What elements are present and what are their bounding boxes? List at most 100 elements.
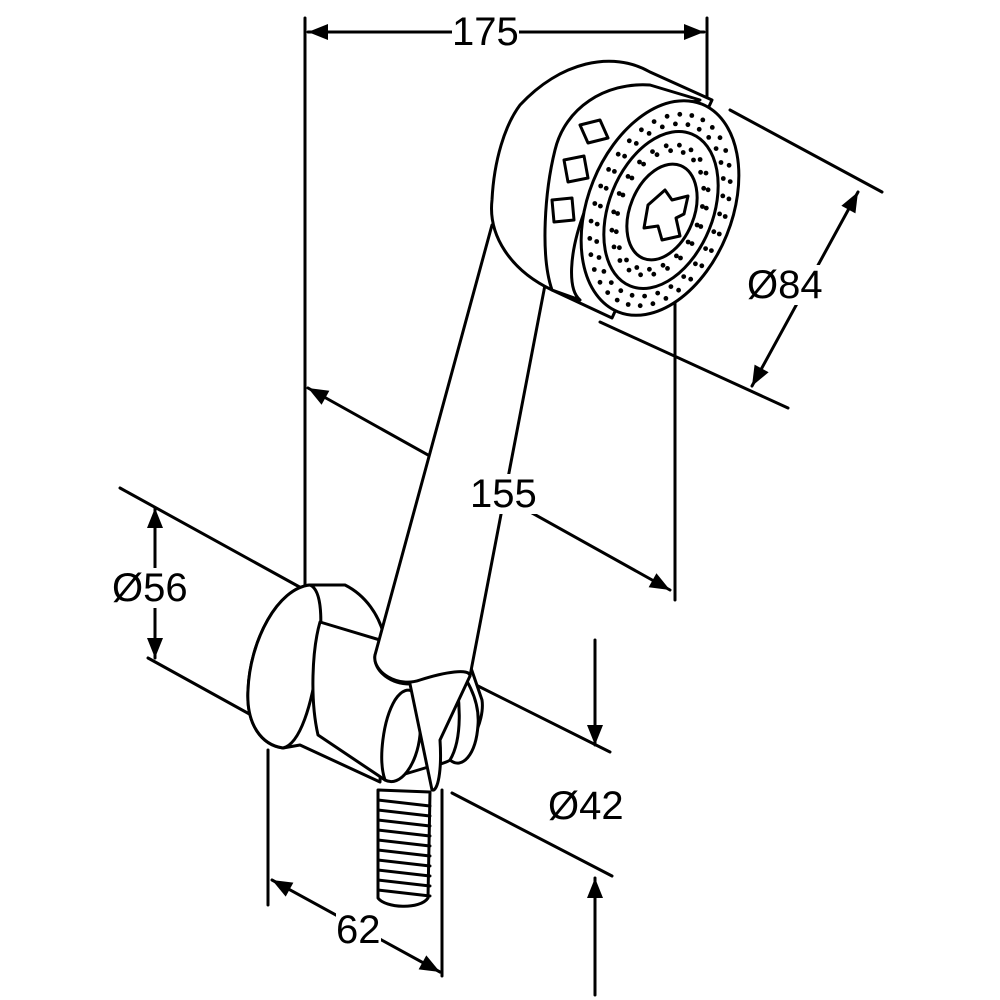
nozzle-dot [703, 205, 709, 211]
nozzle-dot [615, 211, 620, 216]
nozzle-dot [709, 248, 714, 254]
nozzle-dot [611, 244, 617, 250]
extension-line-bracket-top [118, 486, 307, 592]
nozzle-dot [709, 125, 715, 130]
nozzle-dot [703, 246, 708, 252]
nozzle-dot [688, 276, 694, 282]
nozzle-dot [614, 297, 620, 303]
nozzle-dot [603, 185, 609, 191]
nozzle-dot [674, 253, 679, 259]
nozzle-dot [717, 135, 723, 141]
nozzle-dot [650, 149, 655, 155]
nozzle-dot [693, 261, 698, 267]
nozzle-dot [689, 241, 695, 247]
nozzle-dot [616, 191, 622, 196]
dim-label-width-total: 175 [452, 10, 519, 54]
nozzle-dot [594, 221, 600, 227]
nozzle-dot [660, 262, 666, 268]
nozzle-dot [711, 229, 717, 235]
spray-selector-cross [642, 188, 690, 242]
nozzle-dot [605, 290, 611, 295]
nozzle-dot [601, 269, 607, 274]
nozzle-dot [720, 193, 726, 199]
nozzle-dot [664, 113, 670, 119]
nozzle-dot [681, 274, 687, 279]
nozzle-dot [668, 148, 673, 154]
nozzle-dot [685, 239, 691, 245]
nozzle-dot [637, 303, 643, 309]
nozzle-dot [703, 170, 709, 176]
nozzle-dot [726, 196, 732, 202]
nozzle-dot [713, 146, 719, 152]
nozzle-dot [634, 265, 640, 270]
nozzle-dot [588, 218, 594, 224]
nozzle-dot [726, 162, 732, 168]
nozzle-dot [615, 151, 621, 157]
nozzle-dot [680, 150, 686, 155]
nozzle-dot [701, 185, 707, 191]
nozzle-dot [663, 296, 669, 301]
nozzle-dot [612, 169, 617, 174]
extension-line-head-bottom [598, 320, 790, 410]
nozzle-dot [659, 124, 665, 130]
nozzle-dot [705, 187, 711, 193]
nozzle-dot [629, 175, 635, 181]
nozzle-dot [647, 266, 652, 272]
dim-label-hose-diameter: Ø42 [548, 784, 624, 828]
nozzle-dot [654, 152, 660, 158]
nozzle-dot [722, 214, 728, 219]
nozzle-dot [668, 284, 674, 289]
nozzle-dot [606, 167, 611, 172]
nozzle-dot [626, 138, 632, 144]
nozzle-dot [617, 258, 623, 263]
spray-nozzles [587, 111, 733, 309]
nozzle-dot [596, 255, 602, 260]
nozzle-dot [625, 302, 631, 307]
nozzle-dot [698, 224, 704, 229]
extension-line-hose-top [468, 680, 612, 754]
nozzle-dot [620, 192, 626, 198]
nozzle-dot [588, 252, 594, 258]
nozzle-dot [651, 119, 657, 124]
nozzle-dot [598, 183, 604, 189]
nozzle-dot [637, 159, 642, 165]
nozzle-dot [716, 231, 722, 237]
nozzle-dot [591, 267, 597, 272]
nozzle-dot [608, 280, 614, 285]
nozzle-dot [641, 161, 646, 167]
spray-face-center-ring [625, 162, 699, 262]
nozzle-dot [717, 211, 722, 217]
selector-tabs [550, 118, 610, 224]
nozzle-dot [700, 204, 705, 209]
nozzle-dot [697, 157, 703, 162]
hose [376, 788, 432, 908]
spray-face-inner [602, 130, 720, 290]
dim-label-head-diameter: Ø84 [747, 263, 823, 307]
nozzle-dot [663, 143, 669, 149]
nozzle-dot [625, 174, 631, 179]
dim-label-handle-length: 155 [470, 472, 537, 516]
nozzle-dot [699, 263, 705, 269]
nozzle-dot [673, 121, 678, 127]
nozzle-dot [629, 292, 635, 298]
nozzle-dot [617, 245, 622, 251]
dim-label-bracket-depth: 62 [336, 908, 381, 952]
nozzle-dot [587, 236, 593, 241]
nozzle-dot [638, 272, 643, 278]
nozzle-dot [689, 113, 695, 118]
nozzle-dot [646, 131, 652, 136]
nozzle-dot [613, 229, 619, 235]
nozzle-dot [594, 239, 600, 244]
extension-line-hose-bottom [450, 791, 614, 878]
nozzle-dot [696, 126, 702, 132]
bracket-clip [448, 663, 480, 765]
hose-outline [376, 788, 432, 908]
nozzle-dot [618, 288, 624, 294]
nozzle-dot [592, 201, 598, 206]
nozzle-dot [720, 176, 726, 181]
nozzle-dot [597, 279, 603, 285]
nozzle-dot [665, 266, 670, 271]
extension-line-head-top [728, 108, 884, 194]
nozzle-dot [727, 179, 733, 185]
